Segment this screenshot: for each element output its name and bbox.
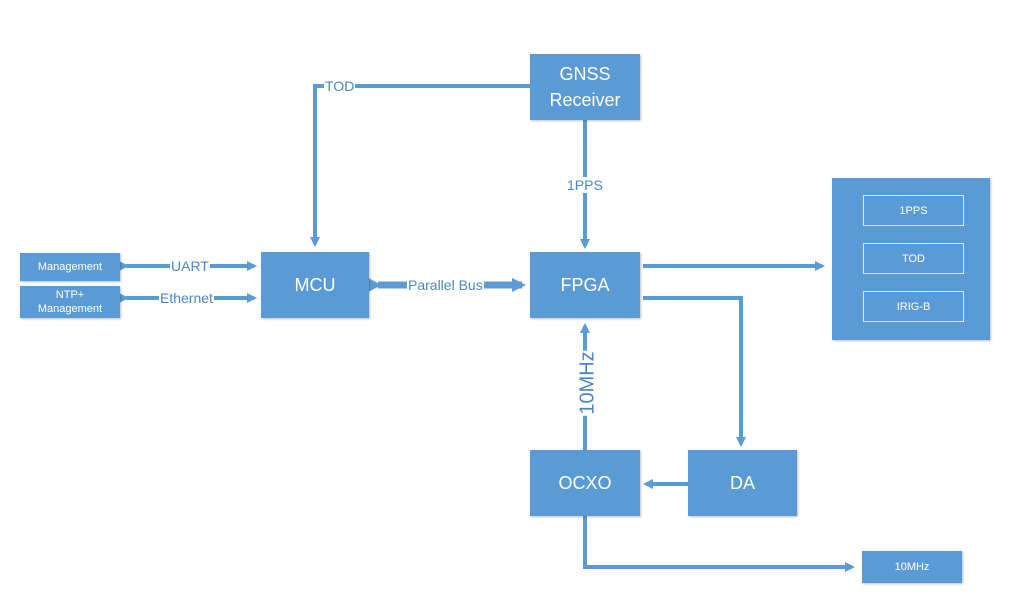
out-10mhz-connector <box>583 516 855 572</box>
gnss-line1: GNSS <box>559 64 611 84</box>
ntp-line2: Management <box>37 303 103 315</box>
ref-10mhz-label: 10MHz <box>576 350 599 416</box>
ntp-line1: NTP+ <box>55 289 85 301</box>
parallel-bus-label: Parallel Bus <box>407 277 484 293</box>
pps-label: 1PPS <box>566 177 604 193</box>
da-block: DA <box>688 450 797 516</box>
management-block: Management <box>20 253 120 281</box>
management-label: Management <box>37 261 103 273</box>
output-tod-box: TOD <box>863 243 964 274</box>
ethernet-label: Ethernet <box>159 290 214 306</box>
outputs-group-panel: 1PPS TOD IRIG-B <box>832 178 990 340</box>
fpga-block: FPGA <box>530 252 640 318</box>
uart-label: UART <box>170 258 210 274</box>
mcu-label: MCU <box>294 275 336 295</box>
fpga-label: FPGA <box>560 275 610 295</box>
da-connector <box>643 296 746 447</box>
da-label: DA <box>729 473 755 493</box>
out-10mhz-block: 10MHz <box>862 551 962 583</box>
output-irigb-box: IRIG-B <box>863 291 964 322</box>
ocxo-label: OCXO <box>558 473 612 493</box>
tod-label: TOD <box>324 78 356 94</box>
gnss-receiver-block: GNSS Receiver <box>530 54 640 120</box>
out-10mhz-label: 10MHz <box>894 561 930 573</box>
output-irigb-label: IRIG-B <box>896 300 931 313</box>
output-pps-label: 1PPS <box>899 204 928 217</box>
mcu-block: MCU <box>261 252 369 318</box>
ntp-management-block: NTP+ Management <box>20 286 120 318</box>
gnss-line2: Receiver <box>549 90 621 110</box>
ocxo-block: OCXO <box>530 450 640 516</box>
output-pps-box: 1PPS <box>863 195 964 226</box>
tod-connector <box>310 84 530 247</box>
output-tod-label: TOD <box>901 252 926 265</box>
